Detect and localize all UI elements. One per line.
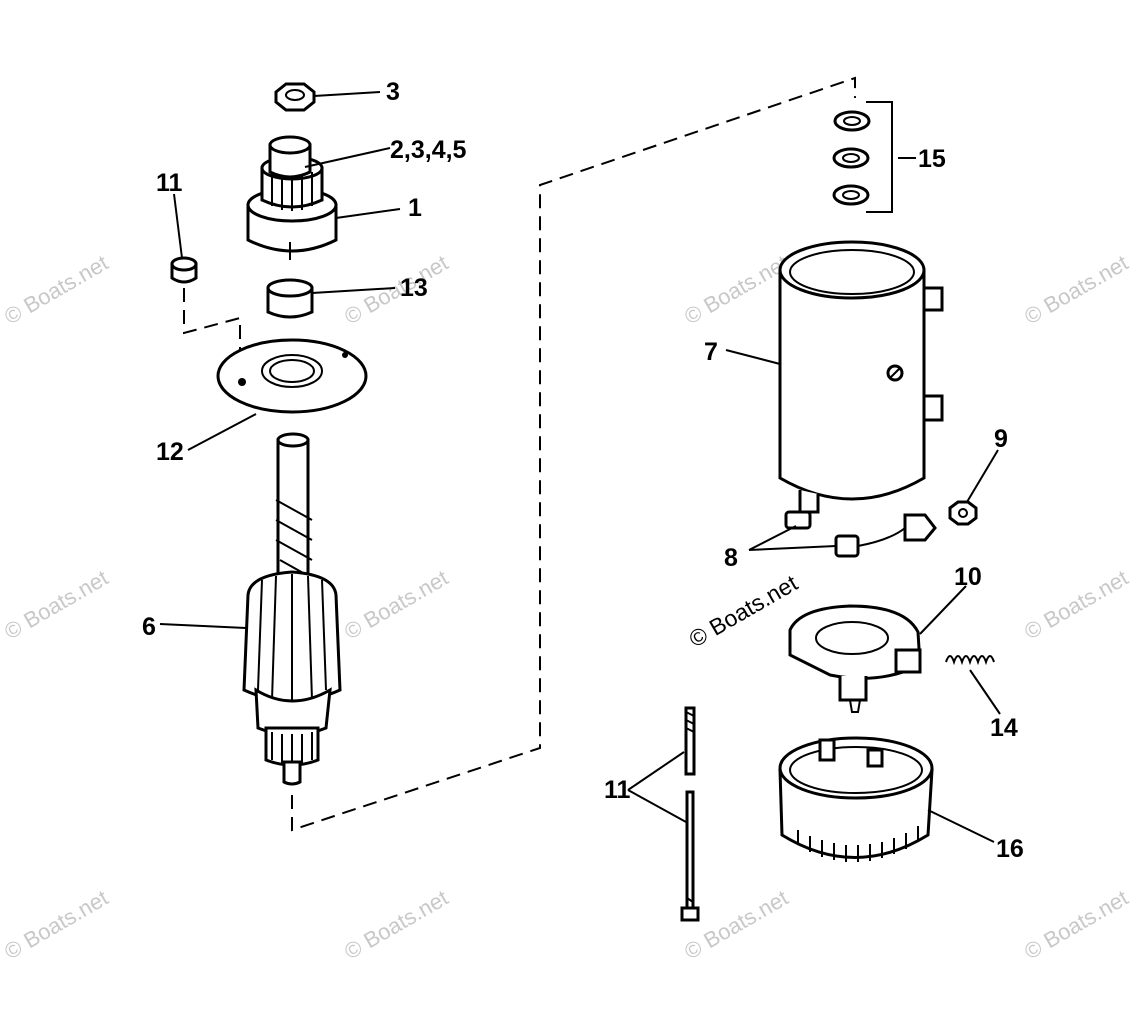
watermark: © Boats.net (1020, 250, 1132, 329)
armature-part-6 (242, 432, 342, 786)
watermark: © Boats.net (340, 565, 452, 644)
callout-9: 9 (994, 425, 1008, 453)
washers-part-15 (832, 101, 893, 213)
nut-part-11 (170, 256, 198, 284)
callout-labels: 3 2,3,4,5 1 11 13 12 6 15 7 8 9 10 14 11… (142, 78, 1024, 863)
leader-lines (159, 91, 1001, 843)
watermark-center: © Boats.net (685, 569, 803, 652)
watermark: © Boats.net (0, 565, 112, 644)
callout-11-left: 11 (156, 169, 183, 197)
end-cap-part-16 (778, 736, 934, 862)
end-plate-part-12 (216, 338, 368, 414)
watermark: © Boats.net (1020, 565, 1132, 644)
callout-14: 14 (990, 714, 1018, 742)
watermark: © Boats.net (680, 250, 792, 329)
callout-6: 6 (142, 613, 156, 641)
callout-8: 8 (724, 544, 738, 572)
callout-16: 16 (996, 835, 1024, 863)
nut-part-3 (274, 82, 316, 112)
callout-13: 13 (400, 274, 428, 302)
callout-7: 7 (704, 338, 718, 366)
drive-pinion-part-1 (246, 135, 338, 260)
through-bolts-part-11 (680, 706, 700, 922)
brush-holder-part-10 (788, 604, 922, 713)
assembly-lines (183, 76, 856, 832)
spring-part-14 (945, 655, 995, 666)
watermarks: © Boats.net © Boats.net © Boats.net © Bo… (0, 250, 1132, 964)
watermark: © Boats.net (340, 885, 452, 964)
watermark: © Boats.net (0, 250, 112, 329)
field-frame-part-7 (778, 240, 944, 514)
callout-12: 12 (156, 438, 184, 466)
callout-1: 1 (408, 194, 422, 222)
terminal-nut-part-9 (948, 500, 978, 526)
assembly-line-armature-to-frame (291, 76, 856, 832)
watermark: © Boats.net (0, 885, 112, 964)
watermark: © Boats.net (680, 885, 792, 964)
callout-11-bottom: 11 (604, 776, 631, 804)
callout-2-3-4-5: 2,3,4,5 (390, 136, 467, 164)
callout-15: 15 (918, 145, 946, 173)
assembly-line-nut-to-plate (183, 288, 241, 368)
spacer-part-13 (266, 278, 314, 319)
watermark: © Boats.net (1020, 885, 1132, 964)
callout-10: 10 (954, 563, 982, 591)
callout-3: 3 (386, 78, 400, 106)
brushes-part-8 (784, 510, 937, 558)
